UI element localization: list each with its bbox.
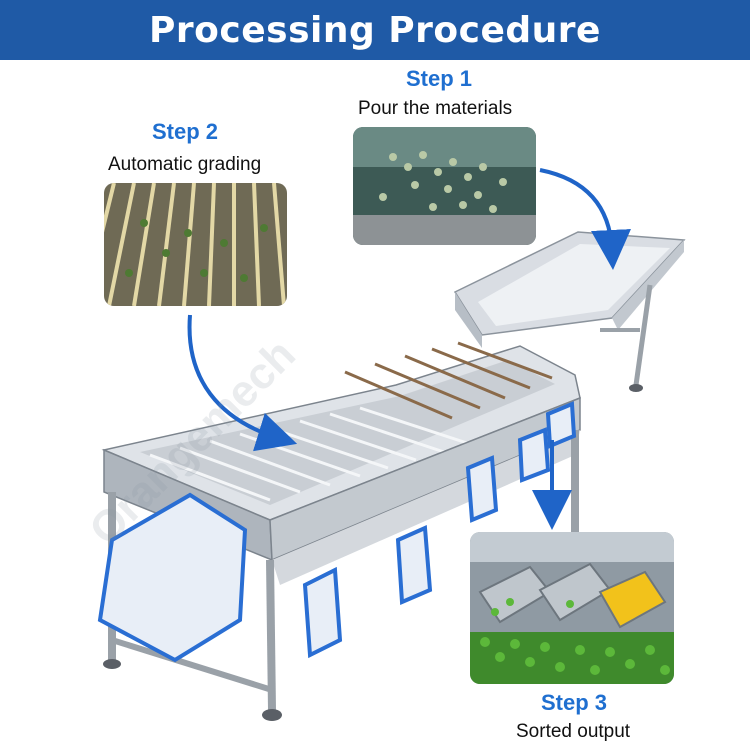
output-chutes [97, 401, 577, 663]
step-3-title: Step 3 [541, 690, 608, 715]
step-1-photo [353, 127, 536, 245]
step-1-title: Step 1 [406, 66, 473, 91]
title-banner: Processing Procedure [0, 0, 750, 60]
arrow-step1-to-hopper [539, 168, 631, 270]
step-2-caption: Automatic grading [108, 154, 262, 175]
step-3-photo [470, 532, 674, 684]
grading-machine-frame [101, 341, 581, 721]
step-1-caption: Pour the materials [358, 98, 513, 119]
arrow-step2-to-rollers [187, 314, 298, 452]
step-2-title: Step 2 [152, 119, 219, 144]
step-2-photo [104, 183, 287, 306]
page-title: Processing Procedure [149, 9, 601, 51]
step-3-caption: Sorted output [516, 721, 631, 742]
